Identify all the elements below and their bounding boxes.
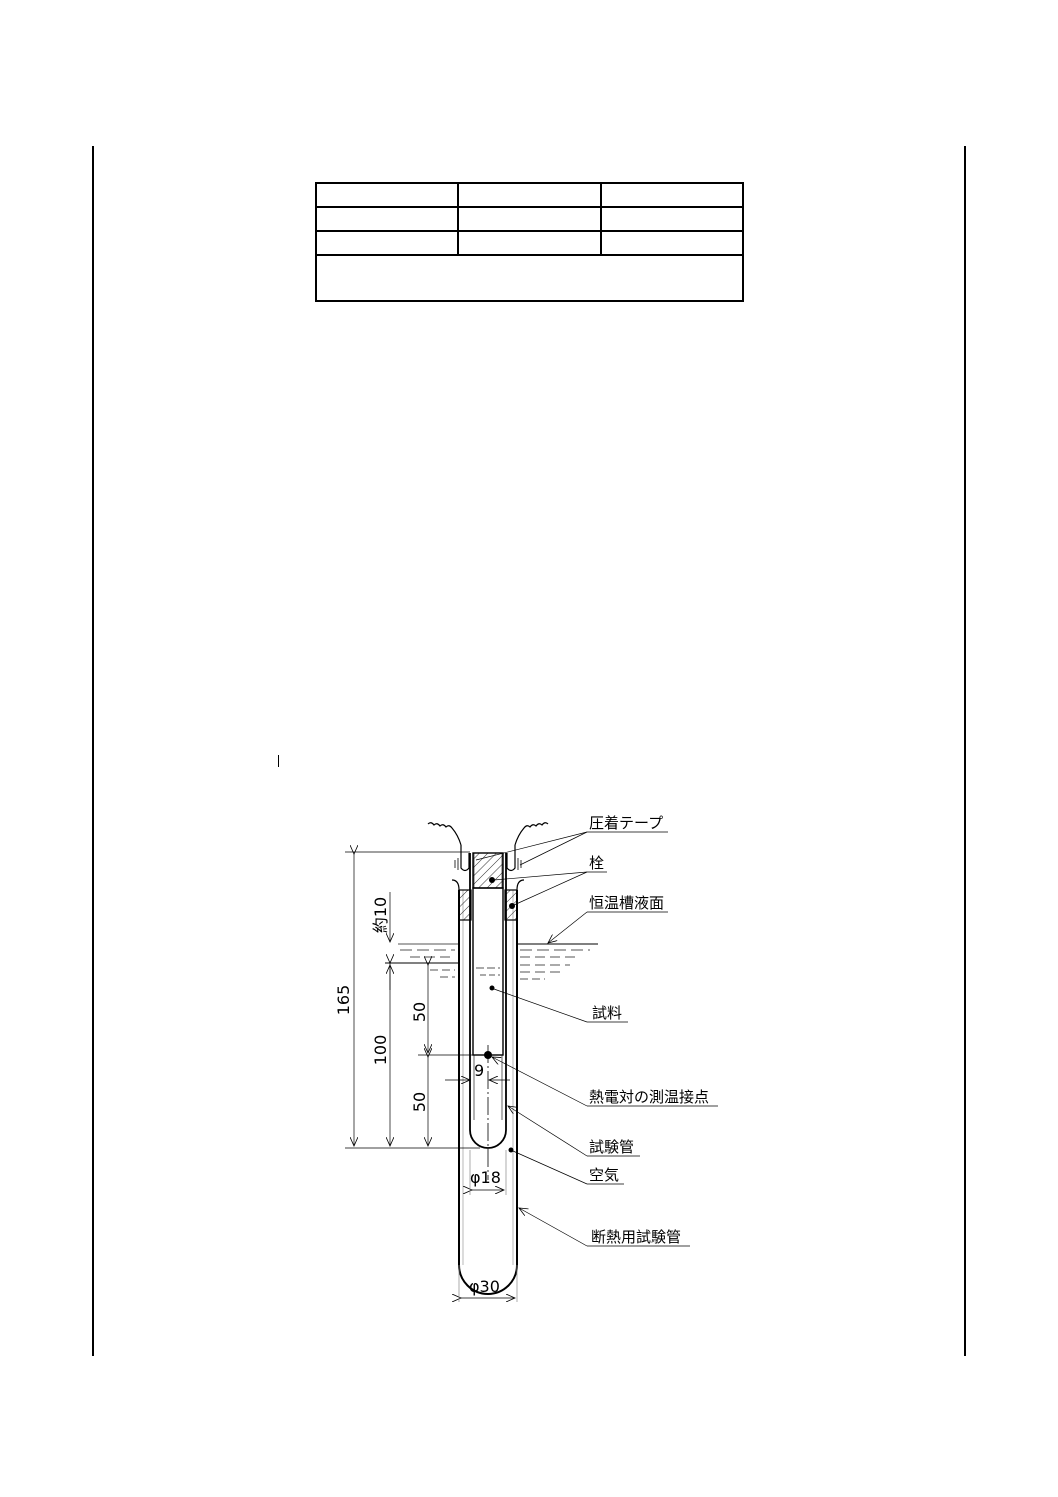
info-table	[314, 182, 745, 302]
table-cell	[599, 182, 745, 208]
label-stopper: 栓	[589, 854, 604, 872]
label-insulating-tube: 断熱用試験管	[591, 1228, 681, 1246]
outer-stopper	[458, 889, 518, 921]
table-cell	[457, 206, 602, 232]
thermocouple-wires	[427, 822, 549, 872]
dim-outer-diameter: φ30	[469, 1277, 500, 1296]
table-cell	[314, 182, 460, 208]
table-row	[314, 206, 745, 232]
stray-mark	[278, 755, 279, 767]
sample-region	[472, 887, 504, 1056]
dim-gap-9: 9	[474, 1061, 484, 1080]
table-note-cell	[315, 254, 744, 302]
label-bath-surface: 恒温槽液面	[589, 894, 664, 912]
label-air: 空気	[589, 1166, 619, 1184]
label-crimp-tape: 圧着テープ	[589, 814, 663, 832]
top-stopper	[472, 852, 504, 889]
table-row	[315, 254, 744, 302]
table-cell	[599, 206, 745, 232]
dim-immersion-depth: 100	[371, 1035, 390, 1066]
dim-upper-50: 50	[410, 1002, 429, 1022]
label-sample: 試料	[592, 1004, 622, 1022]
dim-approx-10: 約10	[371, 897, 390, 933]
table-cell	[599, 230, 745, 256]
table-cell	[457, 230, 602, 256]
table-cell	[314, 230, 460, 256]
dim-inner-diameter: φ18	[470, 1168, 501, 1187]
page-border-right	[964, 146, 966, 1356]
label-thermocouple-junction: 熱電対の測温接点	[589, 1088, 709, 1106]
dim-lower-50: 50	[410, 1092, 429, 1112]
dim-total-height: 165	[334, 985, 353, 1016]
table-cell	[457, 182, 602, 208]
page-border-left	[92, 146, 94, 1356]
table-row	[314, 230, 745, 256]
table-cell	[314, 206, 460, 232]
table-row	[314, 182, 745, 208]
bath-liquid	[385, 943, 598, 980]
leader-lines	[475, 831, 718, 1247]
label-test-tube: 試験管	[589, 1138, 634, 1156]
dimension-lines	[345, 852, 518, 1302]
